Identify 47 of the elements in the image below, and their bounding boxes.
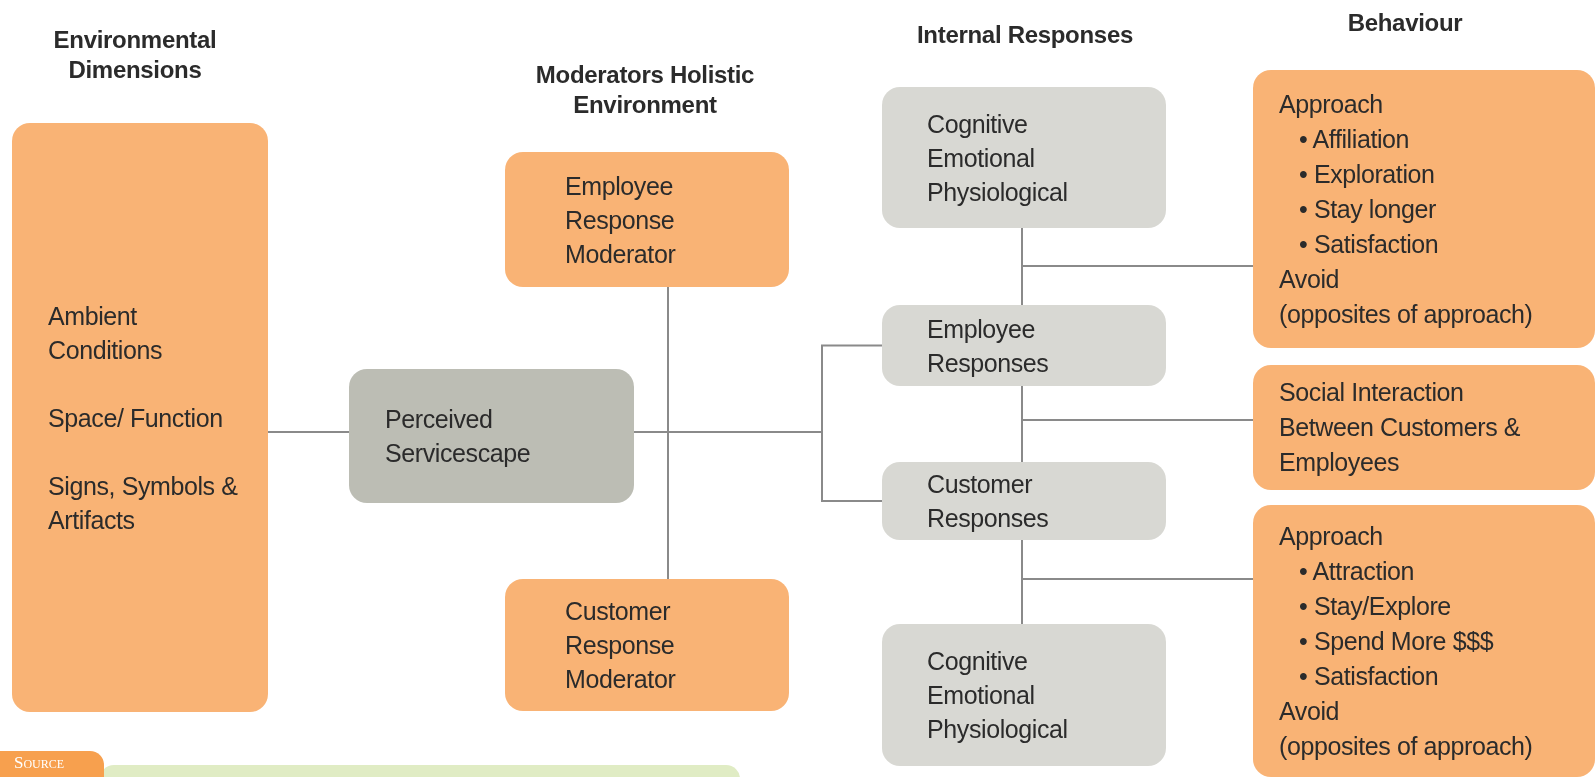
column-heading: Behaviour	[1346, 8, 1464, 38]
box-text: Signs, Symbols & Artifacts	[48, 470, 238, 536]
connector-line	[667, 286, 669, 580]
column-heading: Moderators Holistic Environment	[534, 60, 756, 120]
rounded-box	[505, 152, 789, 287]
rounded-box	[1253, 70, 1595, 348]
box-text: Employee Response Moderator	[565, 170, 677, 270]
bullet-item: • Satisfaction	[1298, 228, 1440, 260]
box-text: Approach	[1279, 88, 1384, 120]
box-text: Cognitive Emotional Physiological	[927, 646, 1069, 745]
rounded-box	[882, 624, 1166, 766]
connector-line	[1021, 419, 1254, 463]
bullet-item: • Stay/Explore	[1298, 590, 1452, 622]
box-text: Social Interaction Between Customers & Employees	[1279, 377, 1522, 478]
connector-line	[1021, 539, 1254, 580]
rounded-box	[1253, 365, 1595, 490]
bullet-item: • Stay longer	[1298, 193, 1437, 225]
bullet-item: • Affiliation	[1298, 123, 1411, 155]
box-text: Employee Responses	[927, 313, 1050, 379]
rounded-box	[882, 462, 1166, 540]
rounded-box	[349, 369, 634, 503]
box-text: Approach	[1279, 520, 1384, 552]
box-text: Space/ Function	[48, 402, 224, 434]
box-text: Ambient Conditions	[48, 300, 164, 366]
rounded-box	[882, 305, 1166, 386]
box-text: (opposites of approach)	[1279, 298, 1534, 330]
rounded-box	[882, 87, 1166, 228]
box-text: Perceived Servicescape	[385, 404, 532, 469]
column-heading: Internal Responses	[916, 20, 1134, 50]
rounded-box	[12, 123, 268, 712]
bullet-item: • Spend More $$$	[1298, 625, 1495, 657]
bullet-item: • Satisfaction	[1298, 660, 1440, 692]
column-heading: Environmental Dimensions	[52, 25, 218, 85]
source-tag: Source	[0, 751, 104, 777]
box-text: Customer Responses	[927, 469, 1050, 534]
connector-line	[1021, 265, 1254, 306]
box-text: Avoid	[1279, 695, 1341, 727]
bullet-item: • Exploration	[1298, 158, 1436, 190]
connector-line	[267, 431, 350, 433]
rounded-box	[505, 579, 789, 711]
bullet-item: • Attraction	[1298, 555, 1416, 587]
rounded-box	[1253, 505, 1595, 777]
box-text: Customer Response Moderator	[565, 596, 677, 695]
connector-line	[633, 431, 883, 502]
box-text: (opposites of approach)	[1279, 730, 1534, 762]
box-text: Avoid	[1279, 263, 1341, 295]
box-text: Cognitive Emotional Physiological	[927, 108, 1069, 208]
